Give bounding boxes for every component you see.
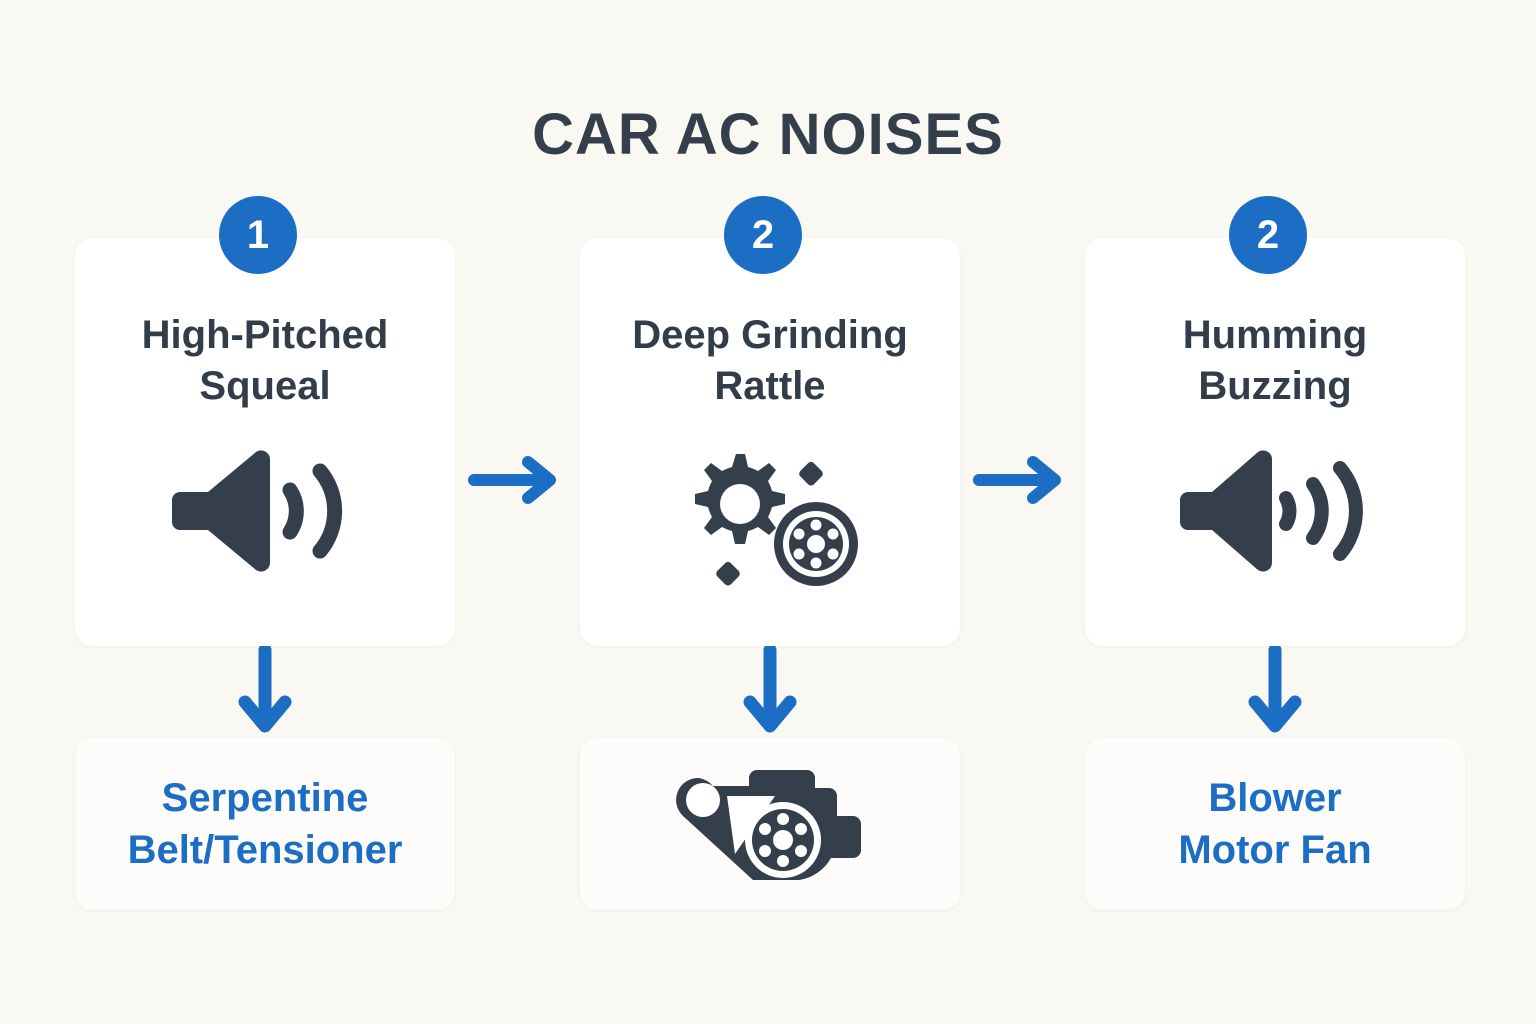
arrow-right-icon-2	[968, 452, 1078, 508]
step-badge-2: 2	[724, 196, 802, 274]
gear-and-bearing-icon	[670, 446, 870, 594]
arrow-down-icon-1	[75, 646, 455, 738]
arrow-down-icon-2	[580, 646, 960, 738]
speaker-two-waves-icon	[172, 446, 358, 576]
step-badge-3: 2	[1229, 196, 1307, 274]
page-title: CAR AC NOISES	[532, 101, 1004, 167]
step-badge-1: 1	[219, 196, 297, 274]
arrow-right-icon-1	[463, 452, 573, 508]
speaker-three-waves-icon	[1180, 446, 1370, 576]
ac-compressor-pulley-icon	[665, 762, 875, 887]
arrow-down-icon-3	[1085, 646, 1465, 738]
cause-card-2[interactable]	[580, 738, 960, 910]
